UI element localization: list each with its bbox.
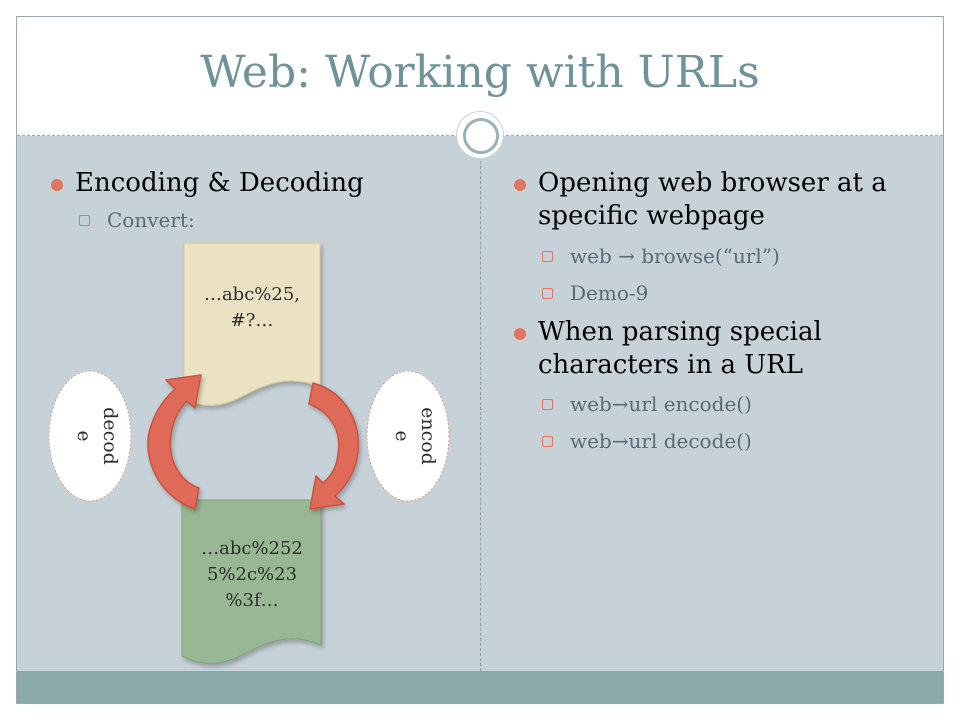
top-doc-line2: #?…	[231, 310, 274, 331]
slide-title: Web: Working with URLs	[200, 47, 760, 98]
encode-arrow	[308, 382, 360, 510]
column-divider	[480, 136, 481, 671]
encode-label-line2: e	[391, 430, 413, 441]
top-doc-line1: …abc%25,	[204, 284, 300, 305]
encode-decode-diagram: …abc%25, #?… …abc%252 5%2c%23 %3f… decod…	[48, 242, 450, 664]
right-column: Opening web browser at a specific webpag…	[512, 167, 932, 453]
bottom-doc-line2: 5%2c%23	[207, 564, 297, 585]
bullet-parsing-special: When parsing special characters in a URL	[512, 316, 932, 383]
bullet-encoding-decoding: Encoding & Decoding	[49, 167, 469, 200]
sub-bullet-convert: Convert:	[49, 208, 469, 232]
footer-band	[17, 671, 943, 703]
encode-label-line1: encod	[417, 407, 439, 465]
sub-bullet-url-encode: web→url encode()	[512, 392, 932, 416]
left-column: Encoding & Decoding Convert:	[49, 167, 469, 232]
sub-bullet-browse: web → browse(“url”)	[512, 244, 932, 268]
bullet-opening-browser: Opening web browser at a specific webpag…	[512, 167, 932, 234]
decode-arrow	[147, 374, 202, 510]
decode-oval	[48, 370, 132, 502]
slide-frame: Web: Working with URLs Encoding & Decodi…	[16, 16, 944, 704]
top-document-shape	[183, 242, 321, 406]
decode-label-line2: e	[73, 430, 95, 441]
content-area: Encoding & Decoding Convert: …abc%25, #?…	[17, 136, 943, 671]
decode-label-line1: decod	[99, 407, 121, 465]
sub-bullet-url-decode: web→url decode()	[512, 429, 932, 453]
encode-oval	[366, 370, 450, 502]
circle-ornament-inner	[463, 118, 499, 154]
bottom-doc-line3: %3f…	[225, 590, 278, 611]
bottom-doc-line1: …abc%252	[201, 538, 303, 559]
divider-circle-ornament	[456, 111, 504, 159]
bottom-document-shape	[181, 499, 322, 664]
sub-bullet-demo: Demo-9	[512, 281, 932, 305]
